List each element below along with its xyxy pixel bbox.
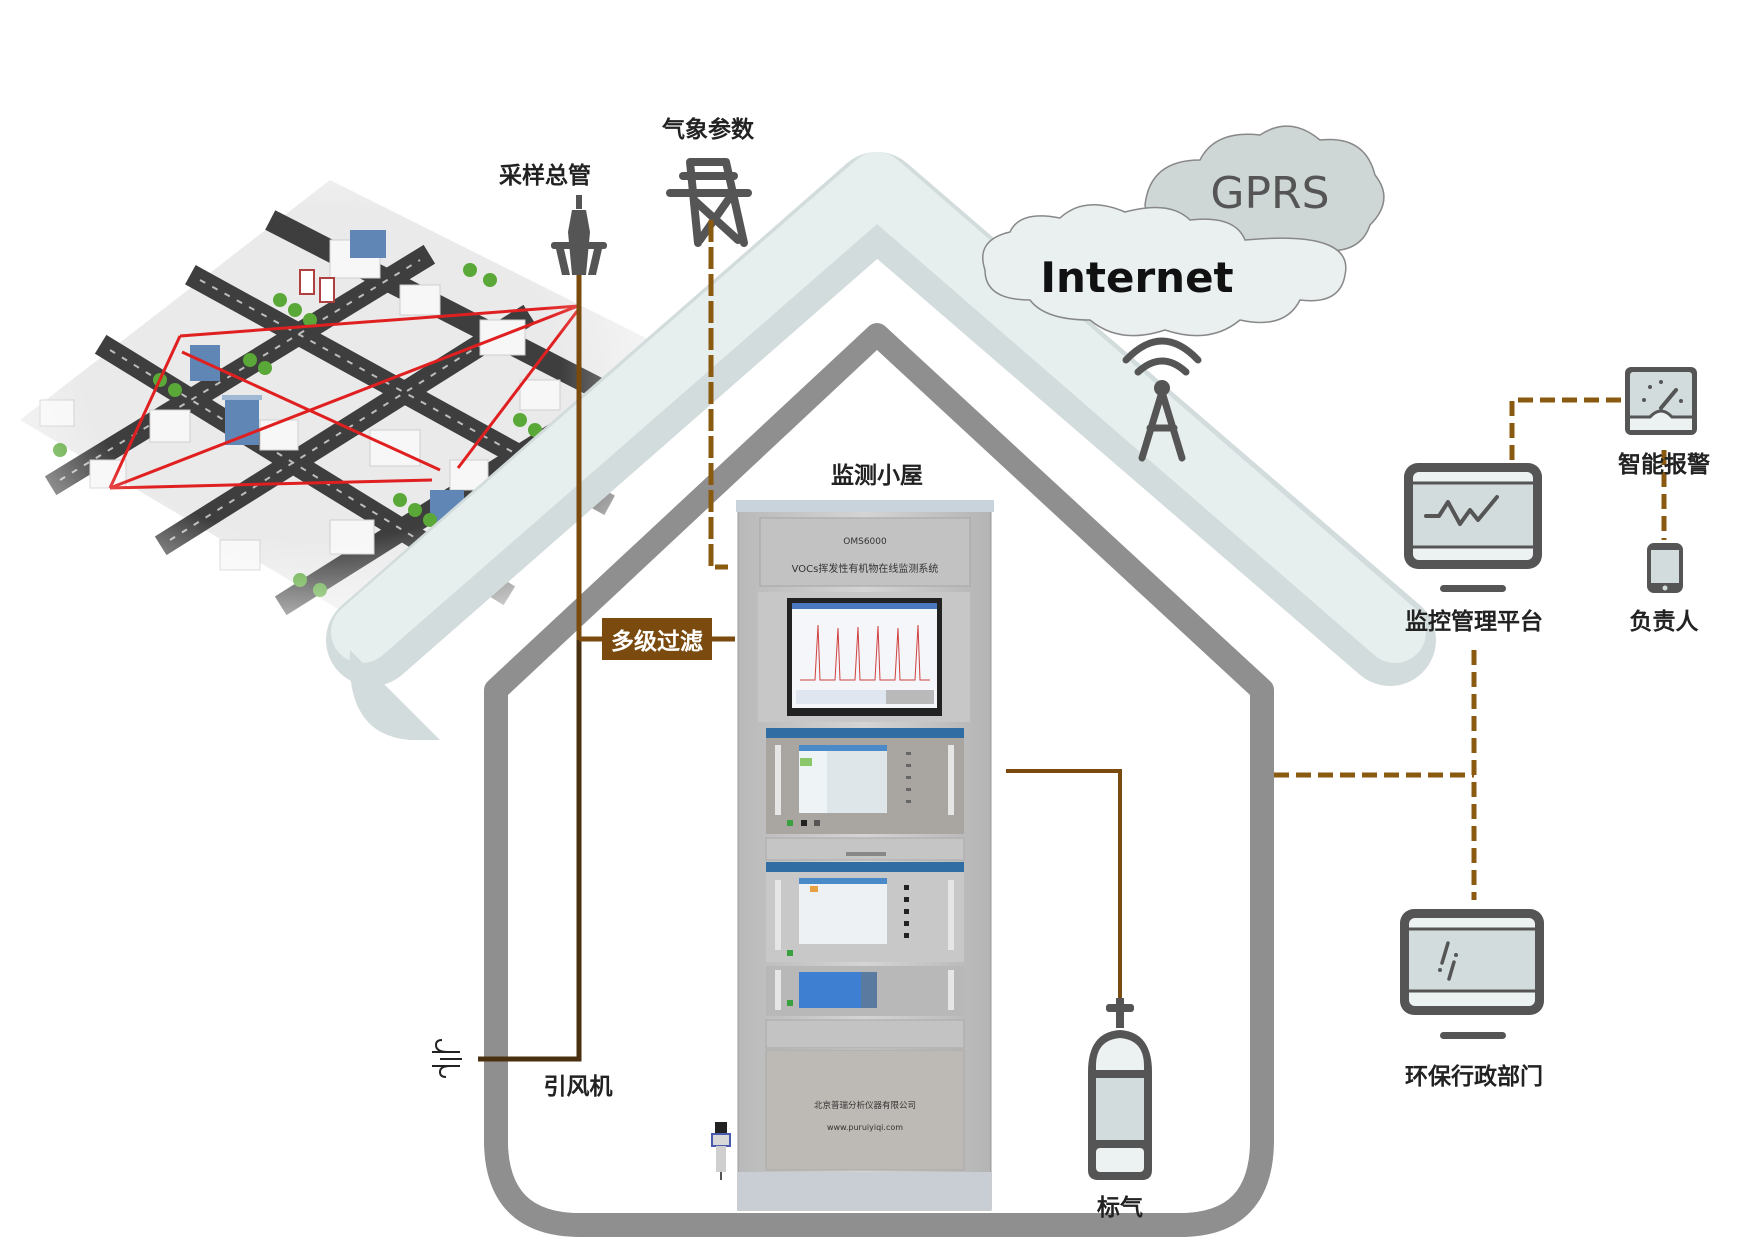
weather-data-line bbox=[708, 220, 728, 570]
standard-gas-line bbox=[1006, 769, 1122, 1000]
cabinet-title: VOCs挥发性有机物在线监测系统 bbox=[792, 562, 939, 575]
multi-stage-filter: 多级过滤 bbox=[602, 618, 712, 660]
label-env-department: 环保行政部门 bbox=[1405, 1064, 1543, 1090]
cabinet-website: www.puruiyiqi.com bbox=[827, 1123, 903, 1132]
wireless-antenna-icon bbox=[1122, 337, 1202, 462]
monitoring-cabinet: OMS6000 VOCs挥发性有机物在线监测系统 bbox=[736, 500, 994, 1211]
label-sampling-pipe: 采样总管 bbox=[499, 163, 591, 189]
gas-cylinder-icon bbox=[1088, 998, 1152, 1180]
mobile-phone-icon bbox=[1647, 543, 1683, 593]
label-weather-params: 气象参数 bbox=[662, 117, 754, 143]
label-induced-fan: 引风机 bbox=[543, 1074, 613, 1100]
weather-tower-icon bbox=[666, 158, 752, 247]
cabinet-model: OMS6000 bbox=[843, 537, 887, 547]
monitor-platform-icon bbox=[1404, 463, 1542, 592]
fan-wind-icon bbox=[432, 1039, 462, 1078]
internet-label: Internet bbox=[1040, 253, 1233, 302]
communication-lines bbox=[1274, 397, 1667, 900]
smart-alarm-gauge-icon bbox=[1625, 367, 1697, 435]
cabinet-company: 北京普瑞分析仪器有限公司 bbox=[814, 1100, 916, 1111]
city-illustration bbox=[0, 150, 720, 650]
gprs-label: GPRS bbox=[1210, 168, 1329, 219]
sampling-pipe-icon bbox=[551, 195, 607, 275]
label-monitoring-house: 监测小屋 bbox=[831, 463, 923, 489]
screen-chart bbox=[800, 624, 930, 681]
fan-line bbox=[478, 640, 582, 1062]
label-smart-alarm: 智能报警 bbox=[1618, 452, 1710, 478]
internet-cloud: Internet bbox=[982, 204, 1347, 337]
label-standard-gas: 标气 bbox=[1097, 1195, 1143, 1221]
label-monitor-platform: 监控管理平台 bbox=[1405, 609, 1543, 635]
label-person-in-charge: 负责人 bbox=[1629, 609, 1699, 635]
env-department-monitor-icon bbox=[1400, 909, 1544, 1039]
air-filter-regulator-icon bbox=[711, 1122, 731, 1180]
